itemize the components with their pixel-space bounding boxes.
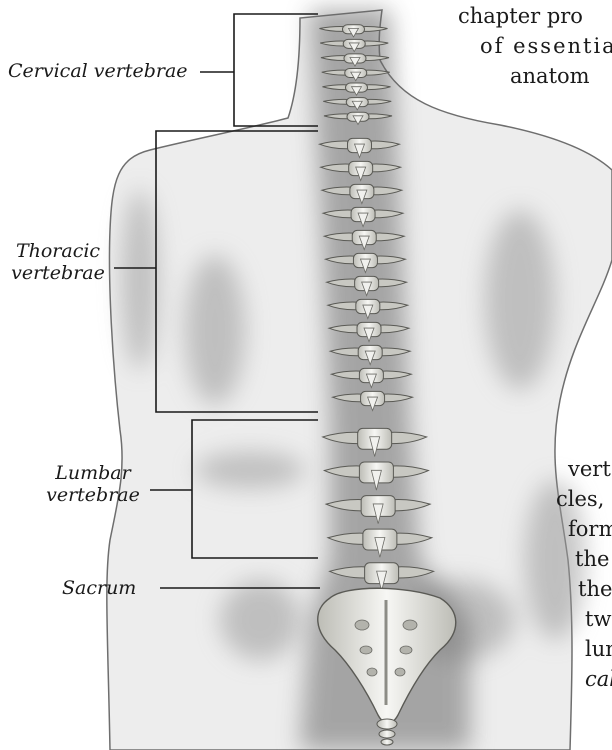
label-lumbar-line2: vertebrae (38, 484, 148, 506)
text-fragment-top-2: of essentia (480, 32, 612, 60)
label-sacrum: Sacrum (62, 577, 136, 599)
text-fragment-bottom-5: ther (578, 575, 612, 603)
label-thoracic: Thoracic vertebrae (4, 240, 112, 284)
label-thoracic-line1: Thoracic (4, 240, 112, 262)
label-thoracic-line2: vertebrae (4, 262, 112, 284)
text-fragment-bottom-2: cles, (556, 485, 604, 513)
text-fragment-bottom-6: twe (585, 605, 612, 633)
label-cervical: Cervical vertebrae (8, 60, 188, 82)
text-fragment-top-3: anatom (510, 62, 590, 90)
text-fragment-bottom-7: lum (585, 635, 612, 663)
text-fragment-bottom-3: form (568, 515, 612, 543)
text-fragment-bottom-4: the v (575, 545, 612, 573)
text-fragment-bottom-1: vert (568, 455, 611, 483)
label-lumbar: Lumbar vertebrae (38, 462, 148, 506)
label-lumbar-line1: Lumbar (38, 462, 148, 484)
text-fragment-top-1: chapter pro (458, 2, 583, 30)
text-fragment-bottom-8: cal (585, 665, 612, 693)
